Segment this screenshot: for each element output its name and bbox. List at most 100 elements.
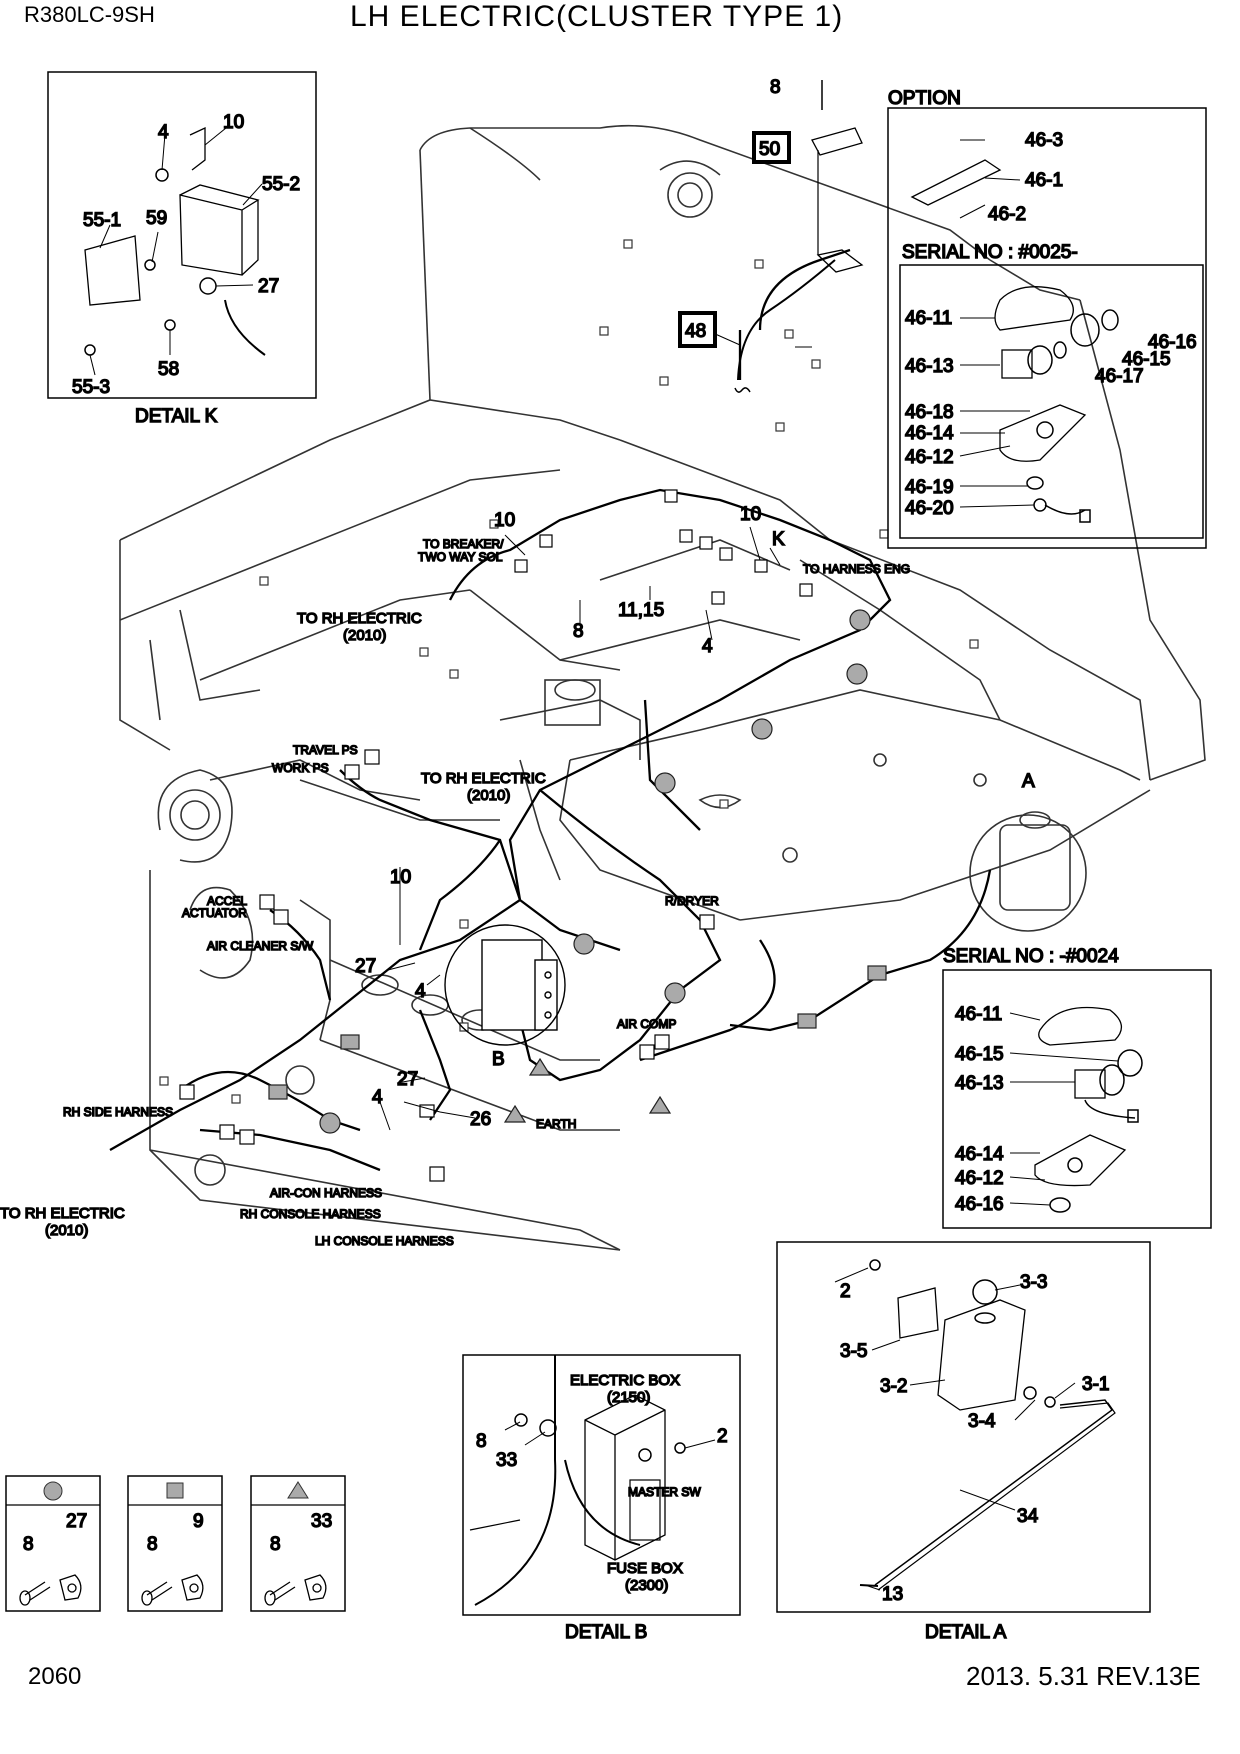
label-so-46-13: 46-13 [955,1073,1004,1094]
label-k-4: 4 [158,122,169,143]
legend-square-9: 9 [193,1511,204,1532]
label-air-con-harness: AIR-CON HARNESS [270,1186,382,1200]
callout-27-a: 27 [355,956,376,977]
label-a-13: 13 [882,1584,903,1605]
label-box-50 [752,131,791,164]
harness-labels: TO BREAKER/ TWO WAY SOL TO HARNESS ENG T… [0,536,911,1249]
label-fuse-box: FUSE BOX [607,1560,683,1577]
label-sn-46-13: 46-13 [905,356,954,377]
legend-square-8: 8 [147,1534,158,1555]
label-to-rh-electric-2: TO RH ELECTRIC [421,770,546,787]
label-a-3-2: 3-2 [880,1376,907,1397]
legend-labels: 27 8 9 8 33 8 [22,1510,333,1556]
label-k-55-3: 55-3 [72,377,110,398]
label-k-10: 10 [223,112,244,133]
callout-8: 8 [573,621,584,642]
detail-k-labels: 4 10 55-2 55-1 59 27 58 55-3 DETAIL K [71,111,301,428]
excavator-frame [119,124,1206,1251]
label-code-2: (2010) [467,787,510,804]
leader-lines [89,127,1119,1591]
label-k-55-2: 55-2 [262,174,300,195]
page-title: LH ELECTRIC(CLUSTER TYPE 1) [350,0,844,33]
label-sn-46-12: 46-12 [905,447,954,468]
option-labels: OPTION 8 50 46-3 46-1 46-2 48 SERIAL NO … [678,76,1197,520]
callout-4-a: 4 [702,636,713,657]
label-so-46-16: 46-16 [955,1194,1004,1215]
label-sn-46-18: 46-18 [905,402,954,423]
label-a-2: 2 [840,1281,851,1302]
label-sn-46-11: 46-11 [905,308,952,329]
legend-circle-27: 27 [66,1511,87,1532]
electric-box-main [444,924,566,1046]
label-fuse-box-code: (2300) [625,1577,668,1594]
detail-k-caption: DETAIL K [135,406,218,427]
label-so-46-11: 46-11 [955,1004,1002,1025]
label-a-3-5: 3-5 [840,1341,867,1362]
label-opt-48: 48 [685,321,706,342]
label-earth: EARTH [536,1117,576,1131]
label-lh-console-harness: LH CONSOLE HARNESS [315,1234,454,1248]
callout-27-b: 27 [397,1069,418,1090]
model-number: R380LC-9SH [24,2,155,27]
label-work-ps: WORK PS [272,761,329,775]
detail-a-panel [776,1241,1151,1613]
callout-a: A [1022,771,1035,792]
callout-26: 26 [470,1109,491,1130]
label-rh-console-harness: RH CONSOLE HARNESS [240,1207,381,1221]
label-sn-46-20: 46-20 [905,498,954,519]
legend-triangle-8: 8 [270,1534,281,1555]
clip-symbols [268,609,887,1134]
label-travel-ps: TRAVEL PS [293,743,358,757]
label-code-1: (2010) [343,627,386,644]
label-so-46-15: 46-15 [955,1044,1004,1065]
label-so-46-14: 46-14 [955,1144,1004,1165]
revision-date: 2013. 5.31 REV.13E [966,1661,1201,1691]
label-k-27: 27 [258,276,279,297]
label-to-harness-eng: TO HARNESS ENG [803,562,910,576]
label-electric-box: ELECTRIC BOX [570,1372,680,1389]
label-b-33: 33 [496,1450,517,1471]
main-callouts: 10 10 K 8 11,15 4 A 10 27 4 B 27 4 26 [354,503,1036,1131]
callout-11-15: 11,15 [618,600,664,621]
label-so-46-12: 46-12 [955,1168,1004,1189]
label-k-59: 59 [146,208,167,229]
label-to-rh-electric-1: TO RH ELECTRIC [297,610,422,627]
option-panel [734,80,1207,549]
detail-a-caption: DETAIL A [925,1622,1007,1643]
detail-b-labels: ELECTRIC BOX (2150) MASTER SW FUSE BOX (… [475,1371,728,1644]
detail-b-panel [462,1354,741,1616]
label-b-8: 8 [476,1431,487,1452]
label-b-2: 2 [717,1426,728,1447]
connectors [179,489,813,1182]
label-air-cleaner: AIR CLEANER S/W [207,939,314,953]
label-sn-46-15: 46-15 [1122,349,1171,370]
detail-k-panel [47,71,317,399]
label-a-3-3: 3-3 [1020,1272,1047,1293]
label-accel: ACCEL [207,894,247,908]
serial-new-title: SERIAL NO : #0025- [902,242,1078,263]
label-air-comp: AIR COMP [617,1017,676,1031]
detail-b-caption: DETAIL B [565,1622,647,1643]
label-box-48 [678,311,717,348]
label-r-dryer: R/DRYER [665,894,719,908]
label-rh-side-harness: RH SIDE HARNESS [63,1105,173,1119]
label-electric-box-code: (2150) [607,1389,650,1406]
label-opt-46-3: 46-3 [1025,130,1063,151]
callout-4-c: 4 [372,1087,383,1108]
label-k-55-1: 55-1 [83,210,121,231]
label-opt-46-1: 46-1 [1025,170,1063,191]
callout-10-c: 10 [390,867,411,888]
legend-triangle-33: 33 [311,1511,332,1532]
label-opt-46-2: 46-2 [988,204,1026,225]
label-k-58: 58 [158,359,179,380]
option-title: OPTION [888,88,961,109]
label-a-3-4: 3-4 [968,1411,996,1432]
callout-10-a: 10 [494,510,515,531]
detail-a-labels: 2 3-3 3-5 3-2 3-1 3-4 34 13 DETAIL A [839,1271,1110,1644]
label-a-3-1: 3-1 [1082,1374,1109,1395]
label-code-3: (2010) [45,1222,88,1239]
label-sn-46-14: 46-14 [905,423,954,444]
legend-boxes [5,1475,346,1612]
callout-4-b: 4 [415,981,426,1002]
